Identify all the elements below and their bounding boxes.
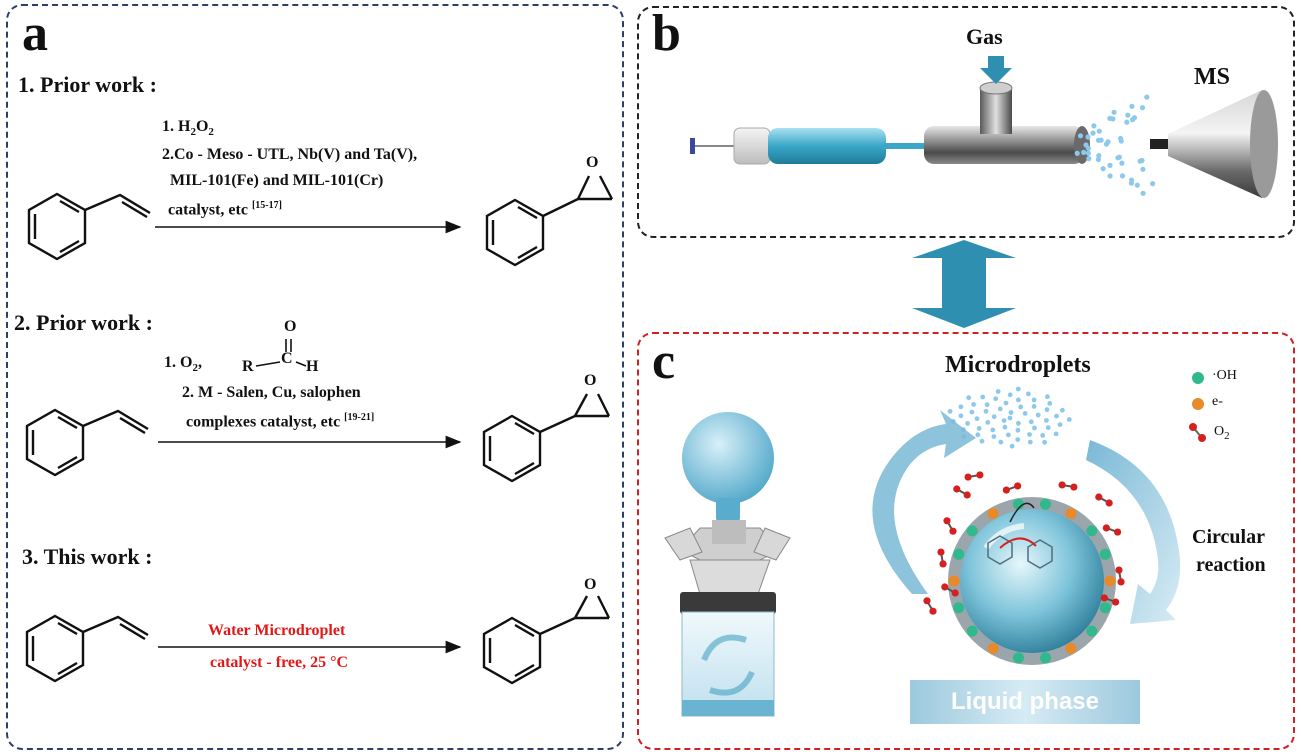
panel-b-letter: b <box>652 5 681 62</box>
reaction-1-condition-4: catalyst, etc [15-17] <box>168 200 282 219</box>
reaction-1-condition-1: 1. H2O2 <box>162 118 214 139</box>
panel-c-letter: c <box>652 333 676 390</box>
reaction-2-condition-3: complexes catalyst, etc [19-21] <box>186 412 375 431</box>
epoxide-oxygen-2: O <box>584 372 597 389</box>
reaction-2-condition-2: 2. M - Salen, Cu, salophen <box>182 384 361 401</box>
reaction-1-condition-2: 2.Co - Meso - UTL, Nb(V) and Ta(V), <box>162 146 418 163</box>
circular-reaction-line-2: reaction <box>1196 554 1266 576</box>
hydroxyl-marker-icon <box>1192 372 1204 384</box>
ms-label: MS <box>1194 64 1230 90</box>
reference-1: [15-17] <box>251 200 282 211</box>
reaction-3-condition-2: catalyst - free, 25 °C <box>210 654 349 671</box>
aldehyde-R: R <box>242 358 254 375</box>
circular-reaction-line-1: Circular <box>1192 526 1265 548</box>
reaction-3-heading: 3. This work : <box>22 544 153 569</box>
styrene-3 <box>25 614 149 683</box>
aldehyde-oxygen: O <box>284 318 297 335</box>
reaction-2-heading: 2. Prior work : <box>14 310 153 335</box>
epoxide-oxygen-3: O <box>584 576 597 593</box>
reference-2: [19-21] <box>344 412 375 423</box>
panel-c-frame <box>637 332 1295 750</box>
reaction-3-condition-1: Water Microdroplet <box>208 622 346 639</box>
styrene-1 <box>27 192 151 261</box>
aldehyde-bonds <box>255 339 307 367</box>
panel-a-frame <box>6 4 624 750</box>
liquid-phase-label: Liquid phase <box>950 688 1099 715</box>
panel-a-letter: a <box>22 5 48 62</box>
epoxide-oxygen-1: O <box>586 154 599 171</box>
styrene-oxide-1 <box>485 175 614 267</box>
reaction-2-condition-1: 1. O2, <box>164 354 202 375</box>
styrene-2 <box>25 408 149 477</box>
double-headed-arrow <box>912 240 1016 328</box>
oxygen-molecule-icon <box>1189 423 1206 442</box>
microdroplets-label: Microdroplets <box>945 352 1091 378</box>
electron-marker-icon <box>1192 398 1204 410</box>
aldehyde-C: C <box>281 350 293 367</box>
gas-label: Gas <box>966 24 1003 49</box>
reaction-1-heading: 1. Prior work : <box>18 72 157 97</box>
aldehyde-H: H <box>306 358 319 375</box>
styrene-oxide-2 <box>482 393 611 483</box>
reaction-1-condition-3: MIL-101(Fe) and MIL-101(Cr) <box>170 172 384 189</box>
reaction-scheme-structures <box>25 175 614 685</box>
styrene-oxide-3 <box>482 595 611 685</box>
panel-b-frame <box>637 6 1295 238</box>
